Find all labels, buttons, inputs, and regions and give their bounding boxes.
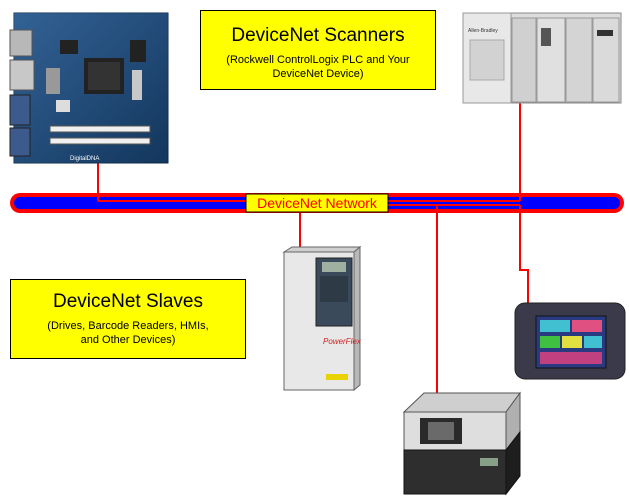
scanners-subtitle-line2: DeviceNet Device)	[272, 68, 364, 80]
scanners-subtitle-line1: (Rockwell ControlLogix PLC and Your	[226, 54, 410, 66]
scanners-title: DeviceNet Scanners	[231, 25, 405, 46]
drop-lines	[97, 100, 529, 393]
board-brand-label: DigitalDNA	[70, 156, 99, 162]
hmi-panel-image	[514, 302, 626, 380]
plc-brand-label: Allen-Bradley	[468, 28, 498, 34]
slaves-title: DeviceNet Slaves	[53, 291, 203, 312]
network-label-bg	[245, 193, 389, 213]
embedded-board-image: DigitalDNA	[9, 12, 169, 164]
controllogix-plc-image: Allen-Bradley	[462, 12, 622, 104]
drop-line-hmi	[519, 205, 529, 303]
scanners-callout: DeviceNet Scanners (Rockwell ControlLogi…	[200, 10, 436, 90]
slaves-subtitle-line2: and Other Devices)	[80, 334, 176, 346]
slaves-subtitle-line1: (Drives, Barcode Readers, HMIs,	[47, 320, 209, 332]
powerflex-drive-image: PowerFlex	[282, 245, 362, 392]
slaves-callout: DeviceNet Slaves (Drives, Barcode Reader…	[10, 279, 246, 359]
barcode-reader-image	[402, 391, 521, 496]
network-label: DeviceNet Network	[257, 195, 378, 211]
drive-brand-label: PowerFlex	[323, 337, 362, 346]
